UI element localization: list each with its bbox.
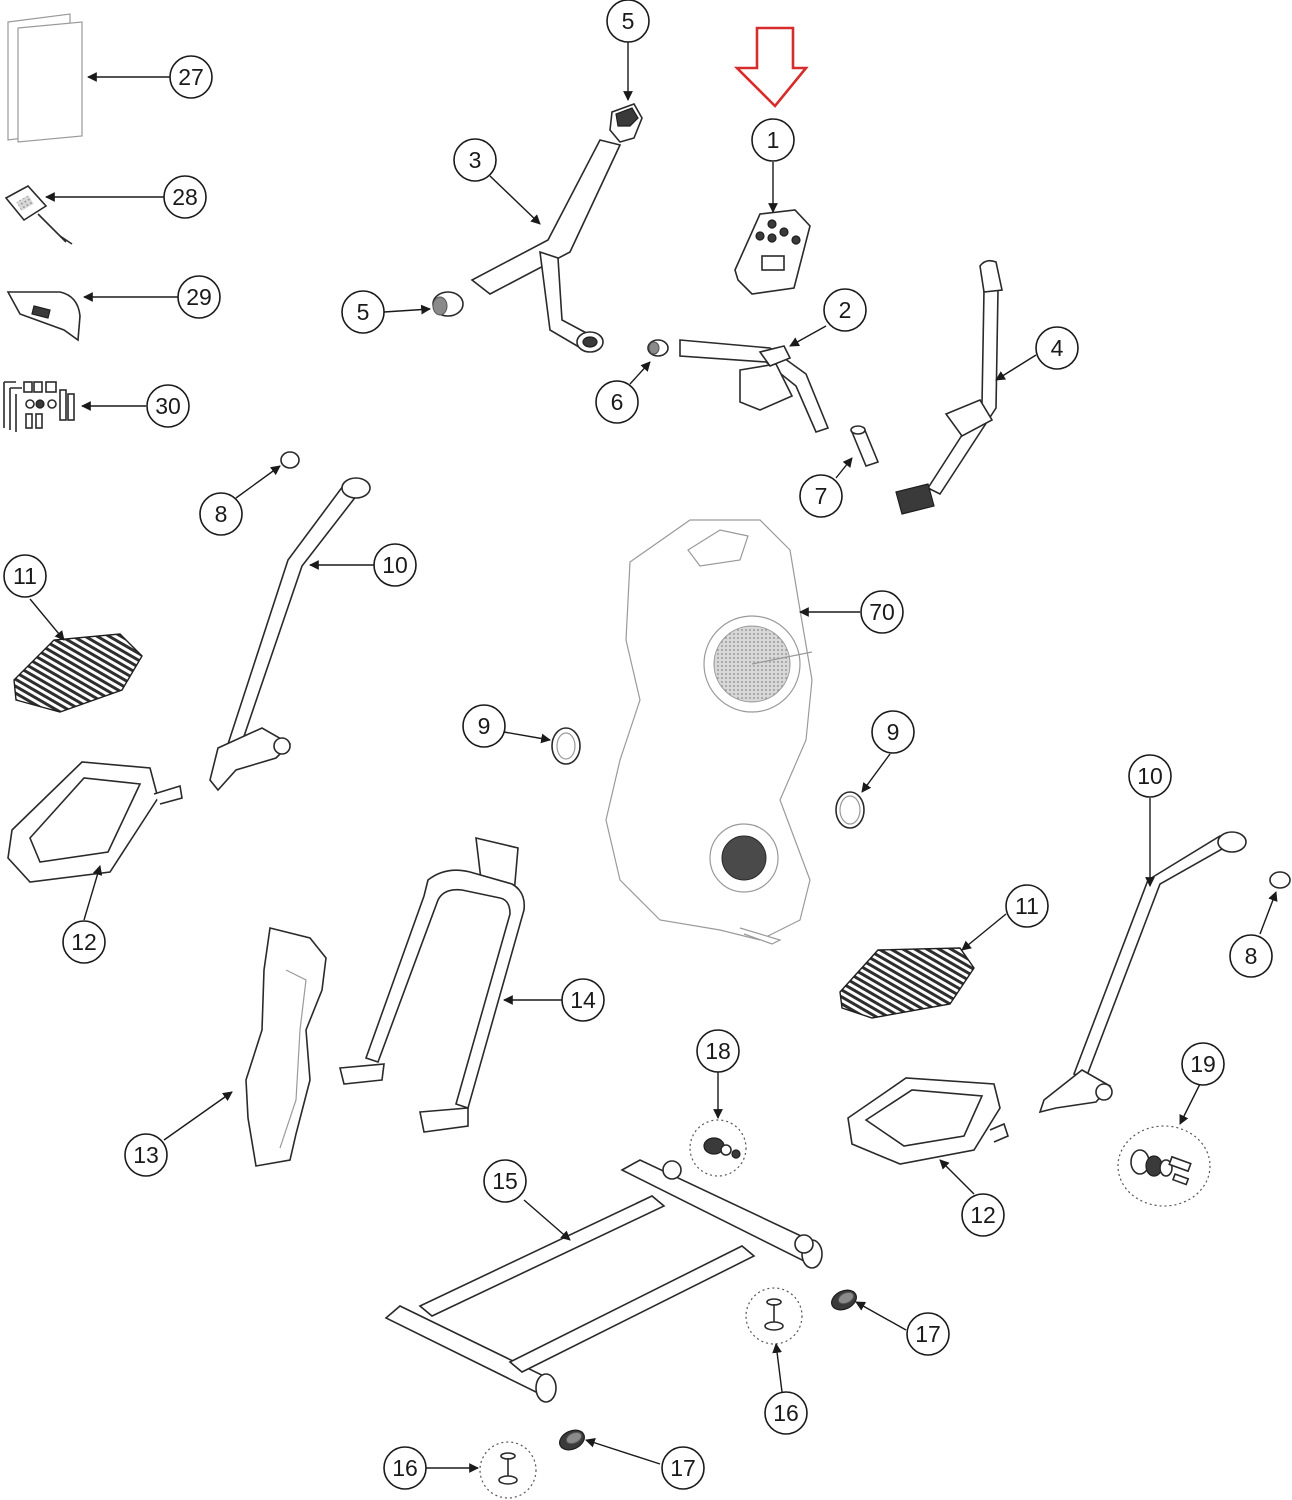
part-11-pedal-cover: [13, 633, 975, 1019]
callout-12: 12: [62, 920, 106, 964]
callout-label: 70: [869, 599, 895, 625]
callout-6: 6: [595, 380, 639, 424]
callout-label: 15: [492, 1168, 518, 1194]
part-3-handlebar-bar: [470, 139, 622, 353]
callout-label: 29: [186, 284, 212, 310]
part-15-base-frame: [384, 1159, 823, 1403]
callout-label: 27: [178, 64, 204, 90]
part-18-wheel-kit: [689, 1119, 747, 1177]
part-10-lower-arm: [1038, 831, 1247, 1114]
callout-17: 17: [661, 1446, 705, 1490]
callout-label: 16: [392, 1455, 418, 1481]
part-13-front-cover: [245, 927, 327, 1167]
part-7-sleeve: [850, 425, 880, 467]
callout-27: 27: [169, 55, 213, 99]
callout-label: 9: [887, 719, 900, 745]
callout-19: 19: [1181, 1042, 1225, 1086]
callout-label: 8: [1245, 943, 1258, 969]
callout-label: 5: [357, 299, 370, 325]
callout-label: 11: [13, 563, 37, 589]
callout-label: 16: [773, 1400, 799, 1426]
callout-label: 3: [469, 147, 482, 173]
callout-18: 18: [696, 1029, 740, 1073]
callout-label: 13: [133, 1142, 159, 1168]
callout-2: 2: [823, 288, 867, 332]
callout-5: 5: [606, 0, 650, 43]
part-2-handlebar: [679, 339, 830, 433]
callout-15: 15: [483, 1159, 527, 1203]
callout-label: 18: [705, 1038, 731, 1064]
highlight-arrow: [733, 26, 809, 108]
part-16-leveler: [479, 1287, 803, 1499]
callout-29: 29: [177, 275, 221, 319]
callout-label: 5: [622, 8, 635, 34]
callout-70: 70: [860, 590, 904, 634]
callout-label: 19: [1190, 1051, 1216, 1077]
part-19-pivot-kit: [1117, 1125, 1211, 1207]
callout-10: 10: [373, 543, 417, 587]
part-27-manual: [7, 13, 83, 143]
callout-label: 2: [839, 297, 852, 323]
callout-8: 8: [1229, 934, 1273, 978]
callout-28: 28: [163, 175, 207, 219]
callout-label: 30: [155, 393, 181, 419]
part-10-lower-arm: [209, 477, 371, 792]
callout-label: 28: [172, 184, 198, 210]
callout-9: 9: [871, 710, 915, 754]
callout-16: 16: [764, 1391, 808, 1435]
callout-label: 1: [767, 127, 780, 153]
part-70-main-body: [605, 519, 813, 945]
callout-label: 7: [815, 483, 828, 509]
part-17-end-plug: [559, 1289, 857, 1451]
callout-30: 30: [146, 384, 190, 428]
callout-label: 17: [915, 1321, 941, 1347]
callout-17: 17: [906, 1312, 950, 1356]
callout-3: 3: [453, 138, 497, 182]
callout-12: 12: [961, 1193, 1005, 1237]
callout-5: 5: [341, 290, 385, 334]
part-4-upper-arm: [895, 259, 1003, 515]
callout-label: 11: [1015, 893, 1039, 919]
part-5-end-cap: [432, 103, 643, 317]
callout-label: 6: [611, 389, 624, 415]
part-28-power-adapter: [4, 184, 73, 245]
callout-label: 4: [1051, 335, 1064, 361]
callout-8: 8: [199, 492, 243, 536]
part-8-bushing: [280, 451, 1291, 889]
part-12-pedal: [7, 761, 1009, 1165]
callout-10: 10: [1128, 754, 1172, 798]
part-30-hardware-kit: [3, 381, 75, 432]
callout-9: 9: [462, 704, 506, 748]
callout-label: 17: [670, 1455, 696, 1481]
callout-16: 16: [383, 1446, 427, 1490]
callout-13: 13: [124, 1133, 168, 1177]
callout-14: 14: [561, 978, 605, 1022]
callout-label: 12: [970, 1202, 996, 1228]
callout-11: 11: [1005, 884, 1049, 928]
part-1-console: [734, 209, 811, 295]
leader-lines: [29, 42, 1278, 1473]
callout-label: 8: [215, 501, 228, 527]
callout-label: 10: [382, 552, 408, 578]
part-6-bushing: [647, 339, 669, 357]
callout-label: 12: [71, 929, 97, 955]
callout-label: 14: [570, 987, 596, 1013]
callout-1: 1: [751, 118, 795, 162]
part-9-side-cap: [551, 727, 865, 829]
part-29-side-cover: [6, 291, 81, 342]
callout-label: 9: [478, 713, 491, 739]
callout-4: 4: [1035, 326, 1079, 370]
part-14-stabilizer: [338, 836, 526, 1133]
callout-label: 10: [1137, 763, 1163, 789]
callout-7: 7: [799, 474, 843, 518]
callout-11: 11: [3, 554, 47, 598]
